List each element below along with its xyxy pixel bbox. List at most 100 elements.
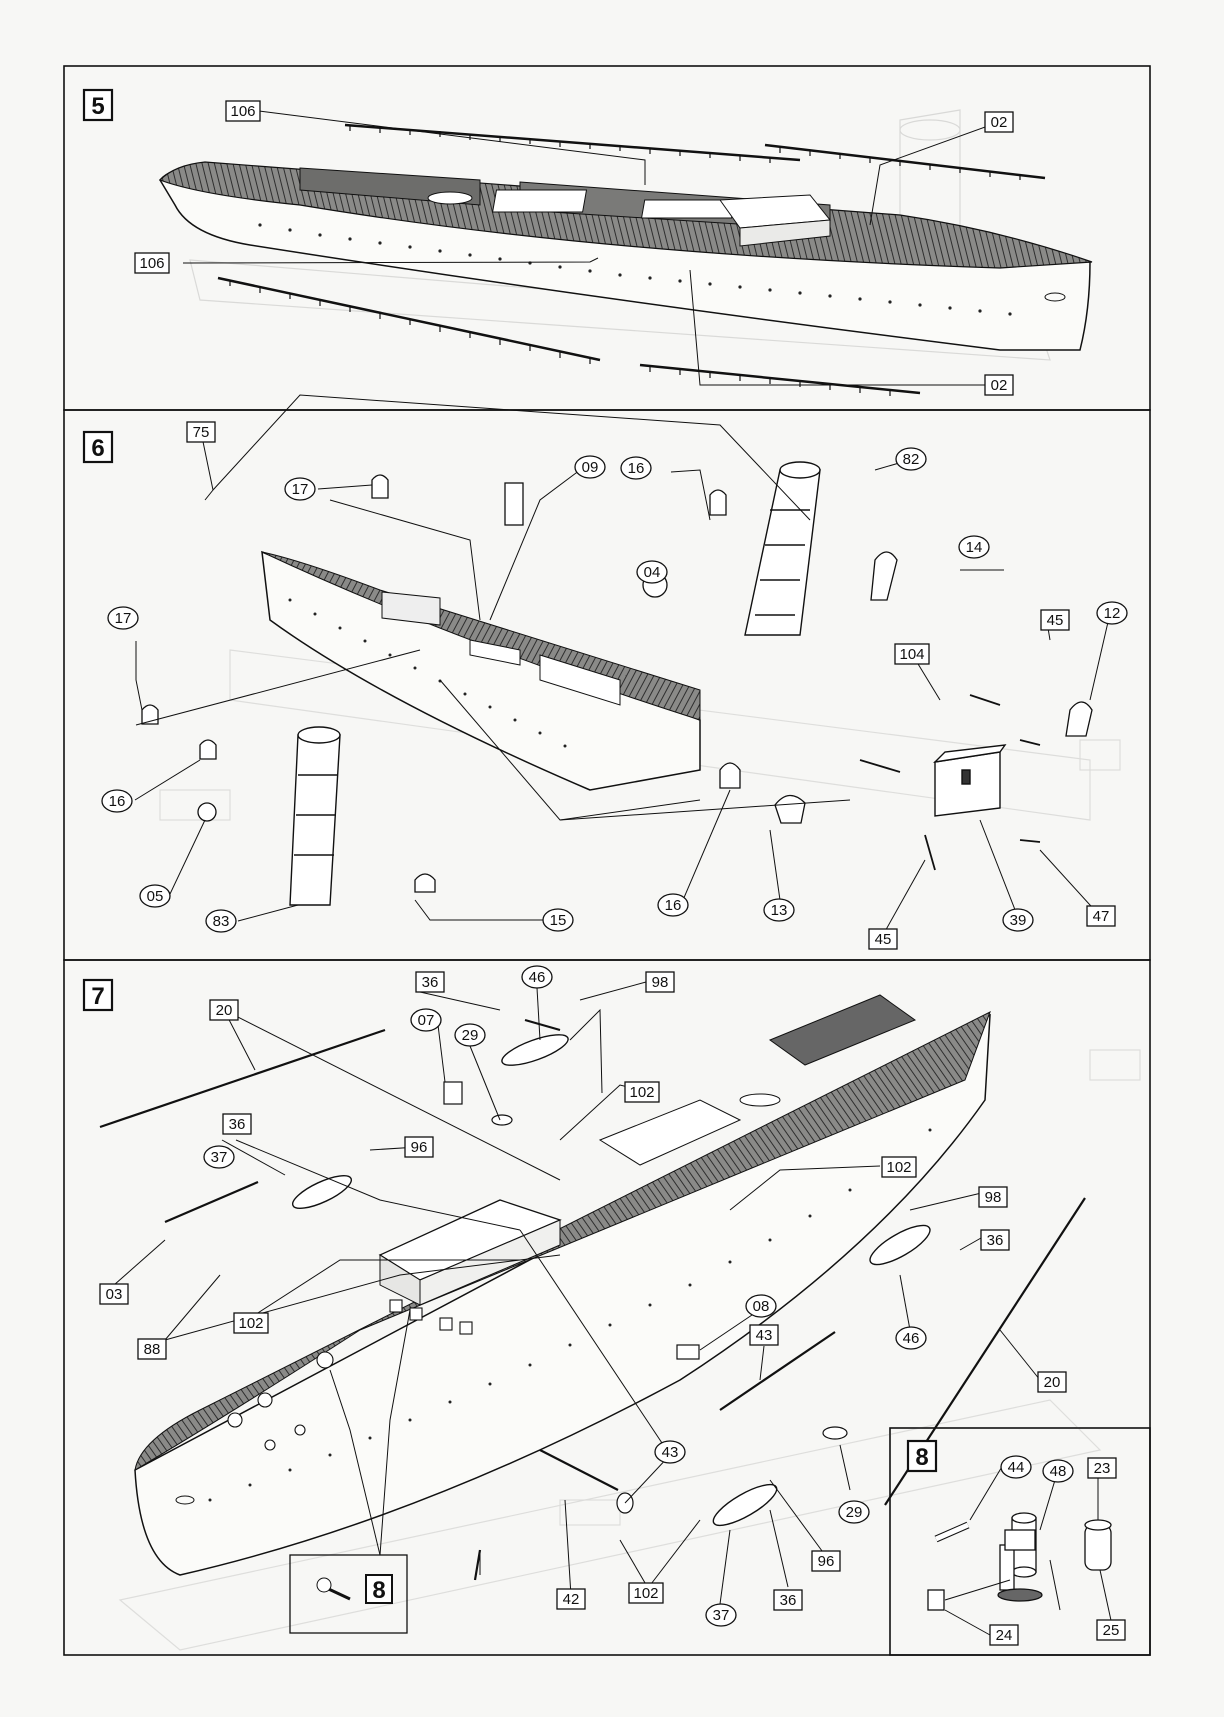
part-callout: 39	[1002, 908, 1034, 932]
part-number: 48	[1050, 1463, 1067, 1480]
deckhouse-39	[932, 744, 1007, 817]
part-number: 12	[1104, 605, 1121, 622]
part-callout: 102	[628, 1582, 664, 1604]
part-number: 36	[229, 1116, 246, 1133]
part-number: 07	[418, 1012, 435, 1029]
part-callout: 88	[137, 1338, 167, 1360]
part-number: 102	[633, 1585, 658, 1602]
part-callout: 47	[1086, 905, 1116, 927]
part-callout: 16	[620, 456, 652, 480]
part-callout: 44	[1000, 1455, 1032, 1479]
subassembly-number: 8	[372, 1577, 385, 1604]
part-callout: 07	[410, 1008, 442, 1032]
part-number: 05	[147, 888, 164, 905]
part-number: 17	[292, 481, 309, 498]
part-callout: 04	[636, 560, 668, 584]
part-number: 37	[211, 1149, 228, 1166]
part-callout: 104	[894, 643, 930, 665]
funnel-83	[289, 726, 341, 906]
part-callout: 98	[645, 971, 675, 993]
part-number: 02	[991, 377, 1008, 394]
part-callout: 37	[203, 1145, 235, 1169]
part-callout: 36	[222, 1113, 252, 1135]
step-6-ship-drawing	[134, 394, 1121, 936]
part-callout: 02	[984, 374, 1014, 396]
part-number: 20	[1044, 1374, 1061, 1391]
part-number: 104	[899, 646, 924, 663]
part-callout: 03	[99, 1283, 129, 1305]
part-number: 98	[652, 974, 669, 991]
subassembly-reference: 8	[365, 1574, 393, 1604]
part-callout: 102	[624, 1081, 660, 1103]
part-callout: 20	[209, 999, 239, 1021]
part-number: 24	[996, 1627, 1013, 1644]
part-callout: 17	[284, 477, 316, 501]
part-callout: 02	[984, 111, 1014, 133]
part-number: 04	[644, 564, 661, 581]
part-callout: 96	[811, 1550, 841, 1572]
part-number: 14	[966, 539, 983, 556]
part-number: 96	[818, 1553, 835, 1570]
part-number: 29	[462, 1027, 479, 1044]
part-callout: 16	[101, 789, 133, 813]
part-callout: 36	[415, 971, 445, 993]
part-callout: 46	[521, 965, 553, 989]
part-callout: 23	[1087, 1457, 1117, 1479]
part-number: 36	[422, 974, 439, 991]
part-number: 106	[230, 103, 255, 120]
step-5-number: 5	[91, 93, 104, 120]
part-callout: 25	[1096, 1619, 1126, 1641]
part-callout: 45	[868, 928, 898, 950]
part-callout: 36	[773, 1589, 803, 1611]
step-6-number-box: 6	[82, 430, 114, 464]
part-callout: 42	[556, 1588, 586, 1610]
part-number: 42	[563, 1591, 580, 1608]
part-number: 29	[846, 1504, 863, 1521]
part-callout: 15	[542, 908, 574, 932]
part-callout: 75	[186, 421, 216, 443]
step-7-number: 7	[91, 983, 104, 1010]
part-callout: 102	[881, 1156, 917, 1178]
part-number: 16	[109, 793, 126, 810]
part-number: 16	[628, 460, 645, 477]
part-number: 36	[987, 1232, 1004, 1249]
part-callout: 48	[1042, 1459, 1074, 1483]
step-8-number: 8	[915, 1444, 928, 1471]
part-number: 75	[193, 424, 210, 441]
step-8-number-box: 8	[906, 1439, 938, 1473]
panel-frames	[63, 65, 1151, 1656]
part-callout: 43	[654, 1440, 686, 1464]
part-number: 03	[106, 1286, 123, 1303]
part-callout: 82	[895, 447, 927, 471]
part-callout: 43	[749, 1324, 779, 1346]
part-callout: 17	[107, 606, 139, 630]
part-number: 43	[662, 1444, 679, 1461]
part-number: 02	[991, 114, 1008, 131]
part-number: 45	[875, 931, 892, 948]
lifeboats	[291, 1034, 931, 1527]
part-number: 20	[216, 1002, 233, 1019]
part-number: 44	[1008, 1459, 1025, 1476]
part-number: 36	[780, 1592, 797, 1609]
step-6-number: 6	[91, 435, 104, 462]
portholes-row	[258, 223, 1012, 316]
part-callout: 83	[205, 909, 237, 933]
step-8-subassembly-drawing	[927, 1464, 1113, 1636]
step-7-number-box: 7	[82, 978, 114, 1012]
part-callout: 37	[705, 1603, 737, 1627]
part-callout: 106	[134, 252, 170, 274]
part-callout: 14	[958, 535, 990, 559]
part-number: 16	[665, 897, 682, 914]
step-5-ship-drawing	[158, 109, 1093, 396]
part-callout: 16	[657, 893, 689, 917]
step-5-number-box: 5	[82, 88, 114, 122]
part-callout: 24	[989, 1624, 1019, 1646]
part-number: 23	[1094, 1460, 1111, 1477]
part-callout: 13	[763, 898, 795, 922]
part-number: 37	[713, 1607, 730, 1624]
part-number: 102	[629, 1084, 654, 1101]
part-callout: 45	[1040, 609, 1070, 631]
